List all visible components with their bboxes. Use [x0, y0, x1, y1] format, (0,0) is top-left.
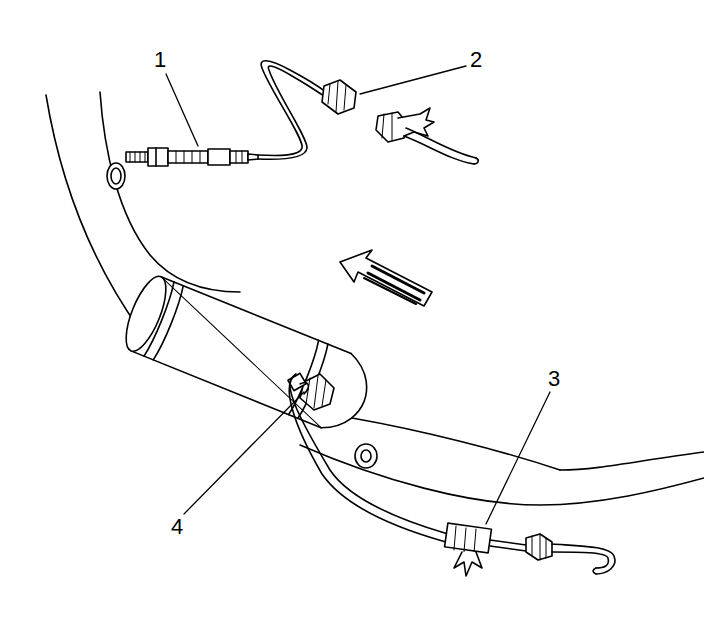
sensor-wire [258, 66, 324, 159]
pipe-outline [300, 445, 704, 505]
sensor-boss [107, 163, 125, 189]
flow-arrow [340, 250, 432, 306]
leader-line [166, 66, 550, 524]
catalytic-converter [118, 271, 379, 438]
pipe-outline [352, 418, 560, 470]
callout-number: 1 [152, 48, 168, 72]
wiring-connector [445, 523, 615, 576]
callout-number: 4 [169, 515, 185, 539]
wiring-connector [322, 80, 478, 164]
pipe-outline [100, 92, 240, 292]
sensor-wire [289, 374, 446, 542]
sensor-boss [111, 168, 121, 184]
outlet-pipe [355, 444, 377, 468]
callout-number: 2 [468, 48, 484, 72]
pipe-outline [560, 452, 704, 470]
callout-number: 3 [546, 367, 562, 391]
sensor-wire [290, 378, 448, 534]
oxygen-sensor [126, 148, 258, 166]
sensor-wire [258, 61, 326, 156]
outlet-pipe [361, 450, 371, 462]
